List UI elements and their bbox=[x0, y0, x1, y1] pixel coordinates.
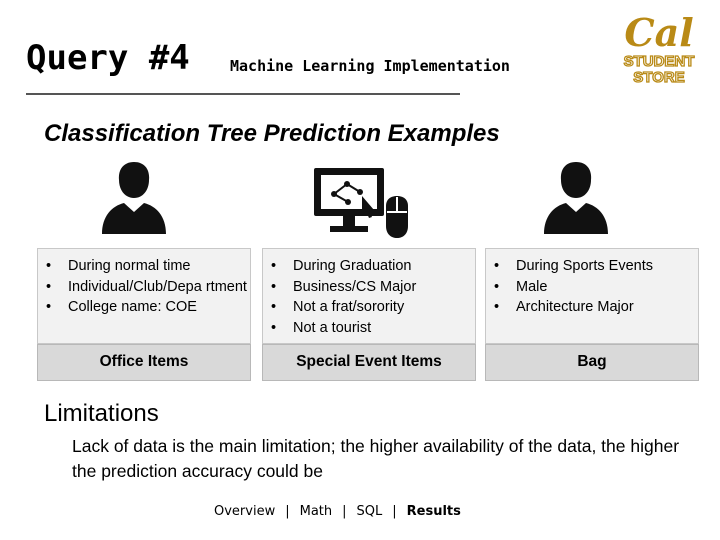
condition-item: College name: COE bbox=[38, 297, 250, 318]
slide-title: Query #4 bbox=[26, 38, 190, 78]
prediction-label: Bag bbox=[485, 344, 699, 381]
example-card-2: During Graduation Business/CS Major Not … bbox=[262, 248, 476, 382]
nav-link-math[interactable]: Math bbox=[299, 504, 333, 519]
logo-store-text: STORE bbox=[633, 69, 684, 86]
condition-item: During Sports Events bbox=[486, 256, 698, 277]
limitations-text: Lack of data is the main limitation; the… bbox=[72, 436, 680, 481]
condition-item: Architecture Major bbox=[486, 297, 698, 318]
person-icon bbox=[102, 162, 166, 234]
limitations-heading: Limitations bbox=[44, 400, 159, 427]
cal-student-store-logo: Cal STUDENT STORE bbox=[623, 10, 695, 87]
condition-item: During Graduation bbox=[263, 256, 475, 277]
prediction-label: Office Items bbox=[37, 344, 251, 381]
example-conditions: During Graduation Business/CS Major Not … bbox=[262, 248, 476, 344]
nav-link-results[interactable]: Results bbox=[406, 504, 461, 519]
nav-separator: | bbox=[285, 504, 290, 519]
slide-subtitle: Machine Learning Implementation bbox=[230, 57, 510, 75]
section-title: Classification Tree Prediction Examples bbox=[44, 120, 500, 147]
computer-mouse-icon bbox=[314, 168, 408, 238]
nav-link-overview[interactable]: Overview bbox=[214, 504, 276, 519]
example-card-3: During Sports Events Male Architecture M… bbox=[485, 248, 699, 382]
prediction-label: Special Event Items bbox=[262, 344, 476, 381]
example-card-1: During normal time Individual/Club/Depa … bbox=[37, 248, 251, 382]
example-conditions: During normal time Individual/Club/Depa … bbox=[37, 248, 251, 344]
logo-cal-text: Cal bbox=[624, 10, 693, 55]
condition-item: Individual/Club/Depa rtment bbox=[38, 277, 250, 298]
condition-item: Not a tourist bbox=[263, 318, 475, 339]
logo-student-text: STUDENT bbox=[624, 53, 695, 70]
condition-item: Not a frat/sorority bbox=[263, 297, 475, 318]
nav-separator: | bbox=[392, 504, 397, 519]
condition-item: Male bbox=[486, 277, 698, 298]
nav-separator: | bbox=[342, 504, 347, 519]
footer-nav: Overview | Math | SQL | Results bbox=[214, 504, 461, 519]
example-conditions: During Sports Events Male Architecture M… bbox=[485, 248, 699, 344]
title-underline bbox=[26, 93, 460, 95]
condition-item: During normal time bbox=[38, 256, 250, 277]
condition-item: Business/CS Major bbox=[263, 277, 475, 298]
nav-link-sql[interactable]: SQL bbox=[356, 504, 383, 519]
person-icon bbox=[544, 162, 608, 234]
